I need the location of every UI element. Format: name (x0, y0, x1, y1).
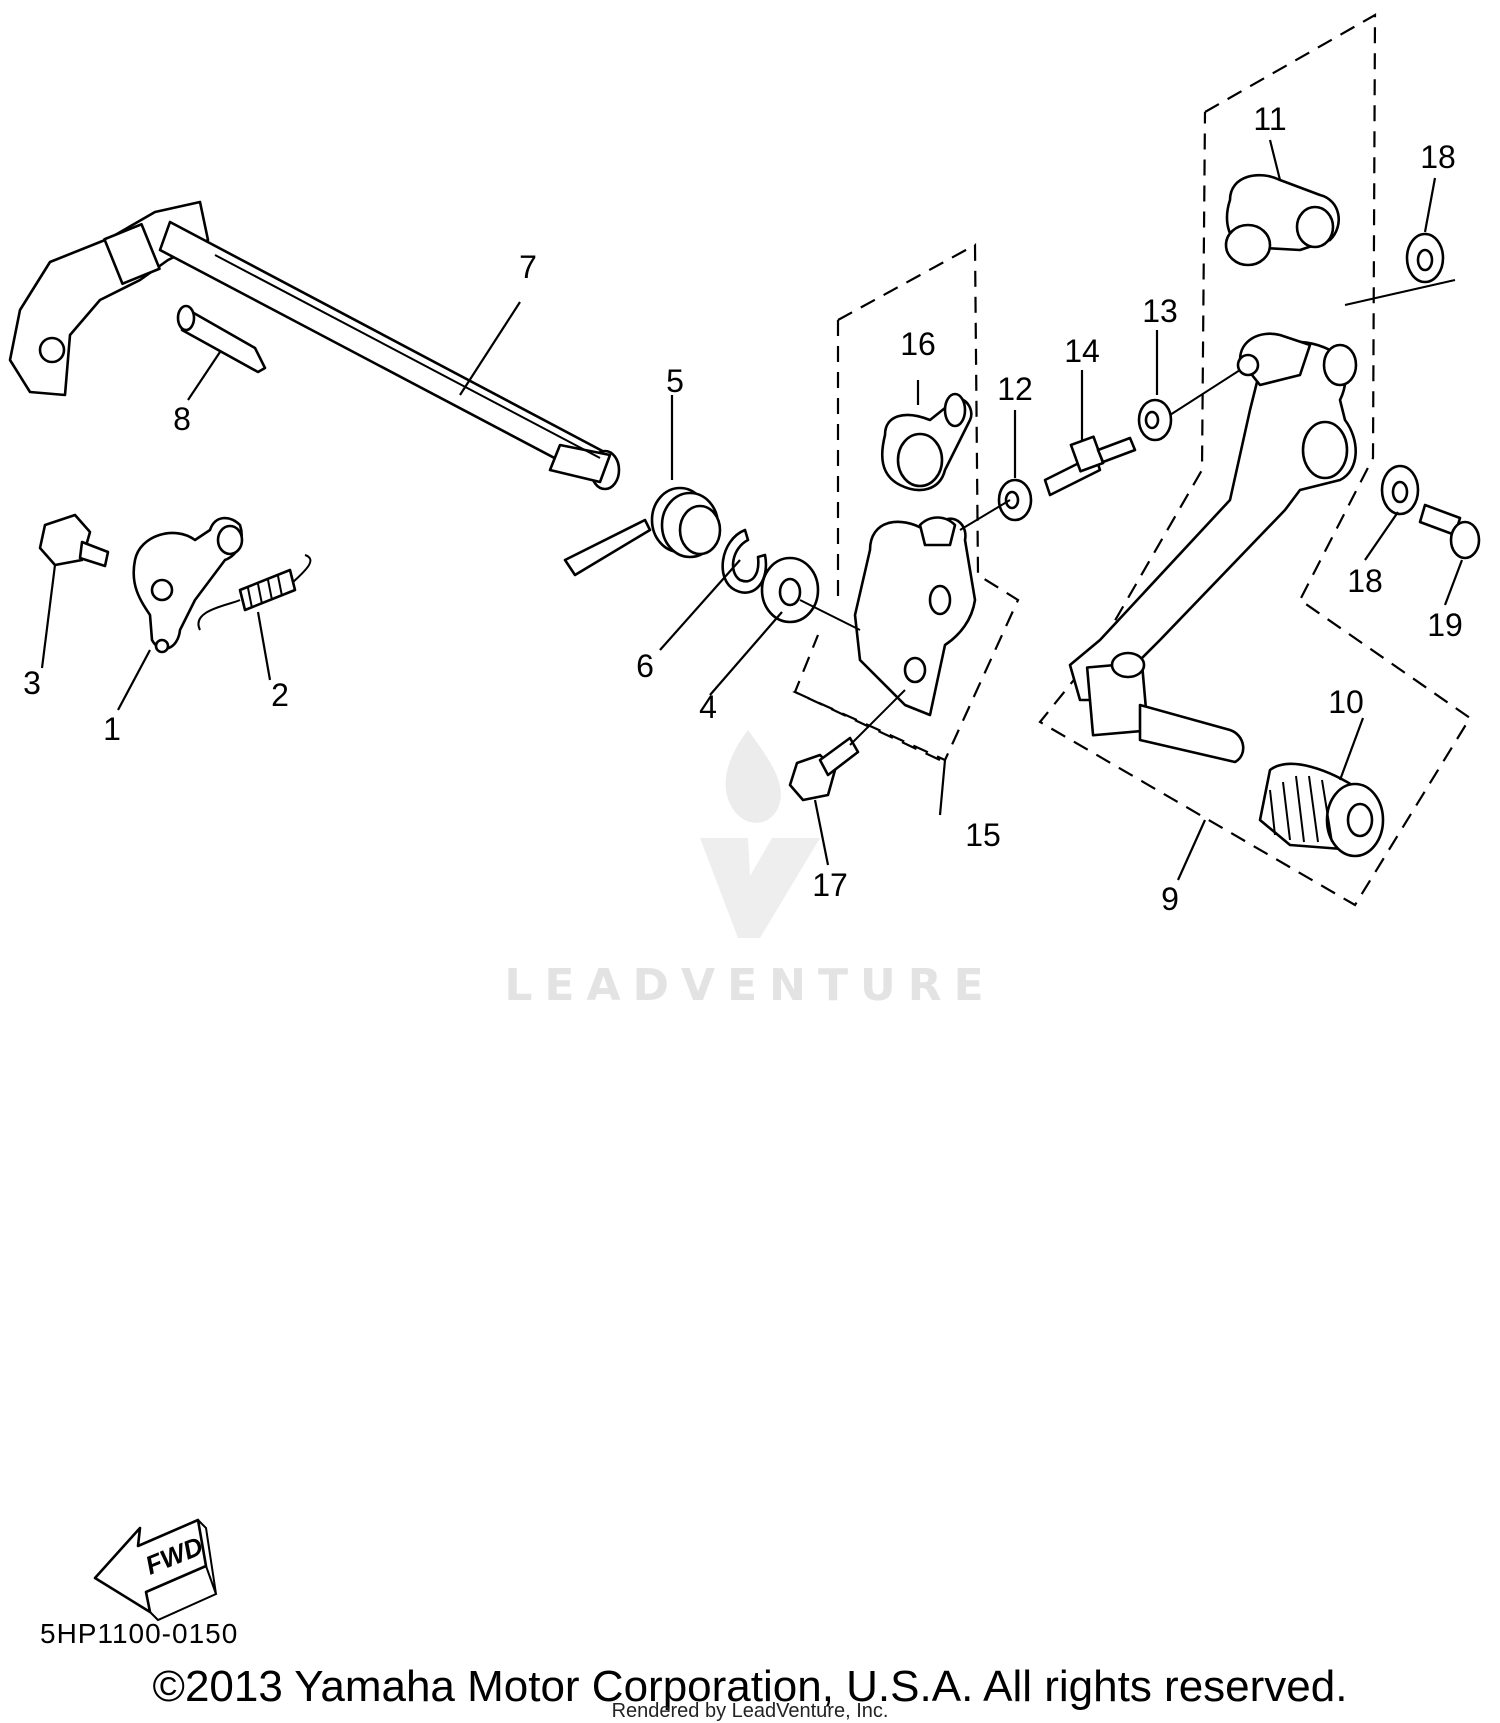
part-14-stud (1043, 435, 1137, 497)
callout-12: 12 (997, 371, 1033, 407)
axis-line-c (1169, 369, 1241, 416)
leader-lines (40, 139, 1464, 881)
part-4-washer (760, 556, 820, 624)
callout-11: 11 (1253, 101, 1286, 137)
part-7-shift-shaft (8, 200, 621, 491)
callout-numbers: 7 8 5 6 4 3 1 2 16 12 14 13 11 18 18 19 … (23, 101, 1463, 917)
callout-2: 2 (271, 677, 289, 713)
part-3-bolt (38, 513, 110, 568)
part-18-washer-top (1405, 232, 1445, 284)
watermark-text: LEADVENTURE (504, 960, 995, 1011)
part-11-joint (1224, 173, 1340, 267)
part-17-bolt (788, 736, 860, 802)
callout-9: 9 (1161, 881, 1179, 917)
part-12-nut (997, 478, 1033, 522)
part-16-joint (880, 392, 973, 492)
copyright-notice: ©2013 Yamaha Motor Corporation, U.S.A. A… (152, 1662, 1348, 1711)
callout-3: 3 (23, 665, 41, 701)
callout-19: 19 (1427, 607, 1463, 643)
rendered-by-notice: Rendered by LeadVenture, Inc. (611, 1700, 889, 1722)
part-18-washer-bottom (1380, 464, 1420, 516)
assembly-box-9 (1038, 13, 1472, 907)
fwd-arrow: FWD (93, 1518, 218, 1622)
part-19-bolt (1418, 503, 1481, 560)
callout-6: 6 (636, 648, 654, 684)
leadventure-watermark: LEADVENTURE (504, 730, 995, 1011)
callout-18-top: 18 (1420, 139, 1456, 175)
callout-17: 17 (812, 867, 848, 903)
callout-8: 8 (173, 401, 191, 437)
callout-5: 5 (666, 363, 684, 399)
callout-10: 10 (1328, 684, 1364, 720)
part-13-nut (1137, 398, 1173, 442)
axis-line-d (1344, 279, 1456, 306)
callout-1: 1 (103, 711, 121, 747)
part-1-stopper-lever (132, 516, 244, 654)
callout-4: 4 (699, 689, 717, 725)
part-9-shift-pedal (1068, 332, 1358, 764)
diagram-code: 5HP1100-0150 (40, 1618, 239, 1649)
assembly-box-15-bottom (793, 634, 941, 761)
callout-16: 16 (900, 326, 936, 362)
callout-18-bottom: 18 (1347, 563, 1383, 599)
axis-line-a (799, 599, 861, 631)
part-5-torsion-spring (563, 486, 722, 577)
axis-line-b (959, 499, 1011, 531)
part-2-tension-spring (197, 554, 312, 631)
part-8-dowel-pin (176, 304, 267, 374)
part-15-shift-arm (853, 516, 977, 717)
callout-15: 15 (965, 817, 1001, 853)
axis-line-e (849, 689, 906, 746)
callout-7: 7 (519, 249, 537, 285)
part-10-pedal-rubber (1258, 762, 1385, 858)
callout-14: 14 (1064, 333, 1100, 369)
part-6-circlip (721, 528, 768, 594)
callout-13: 13 (1142, 293, 1178, 329)
